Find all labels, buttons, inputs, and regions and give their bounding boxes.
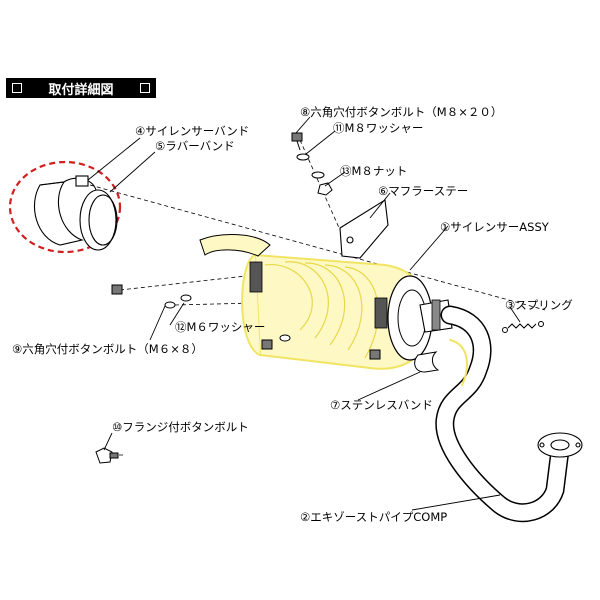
label-nut-m8: ⑬M８ナット bbox=[340, 164, 408, 178]
label-silencer-band: ④サイレンサーバンド bbox=[135, 124, 250, 138]
rubber-band-part bbox=[79, 189, 118, 251]
diagram-header: 取付詳細図 bbox=[6, 78, 156, 98]
callout-circle bbox=[8, 160, 122, 254]
label-silencer-assy: ①サイレンサーASSY bbox=[440, 220, 549, 234]
silencer-assy-part bbox=[199, 234, 453, 370]
label-washer-m6: ⑫M６ワッシャー bbox=[175, 320, 266, 334]
silencer-band-part bbox=[33, 175, 97, 246]
exhaust-pipe-part bbox=[435, 305, 570, 523]
label-bolt-m6x8: ⑨六角穴付ボタンボルト（M６×８） bbox=[12, 342, 203, 356]
header-square-left-icon bbox=[12, 83, 22, 93]
muffler-stay-part bbox=[339, 199, 389, 259]
label-rubber-band: ⑤ラバーバンド bbox=[155, 139, 235, 153]
spring-part bbox=[502, 321, 544, 333]
washer-m6-parts bbox=[164, 294, 291, 342]
bolt-m8-stack bbox=[291, 132, 333, 196]
header-square-right-icon bbox=[139, 83, 150, 93]
label-exhaust-pipe: ②エキゾーストパイプCOMP bbox=[300, 510, 448, 524]
label-bolt-m8x20: ⑧六角穴付ボタンボルト（M８×２０） bbox=[300, 105, 503, 119]
label-spring: ③スプリング bbox=[505, 298, 573, 312]
header-title: 取付詳細図 bbox=[48, 82, 114, 98]
label-stainless-band: ⑦ステンレスバンド bbox=[330, 398, 433, 412]
stainless-band-part bbox=[414, 351, 440, 373]
leader-lines bbox=[87, 116, 521, 511]
label-flange-bolt: ⑩フランジ付ボタンボルト bbox=[112, 420, 249, 434]
exhaust-flange-part bbox=[537, 432, 583, 458]
label-washer-m8: ⑪M８ワッシャー bbox=[333, 121, 424, 135]
flange-bolt-part bbox=[95, 447, 119, 464]
label-muffler-stay: ⑥マフラーステー bbox=[378, 184, 469, 198]
bolt-m6-parts bbox=[111, 284, 381, 360]
